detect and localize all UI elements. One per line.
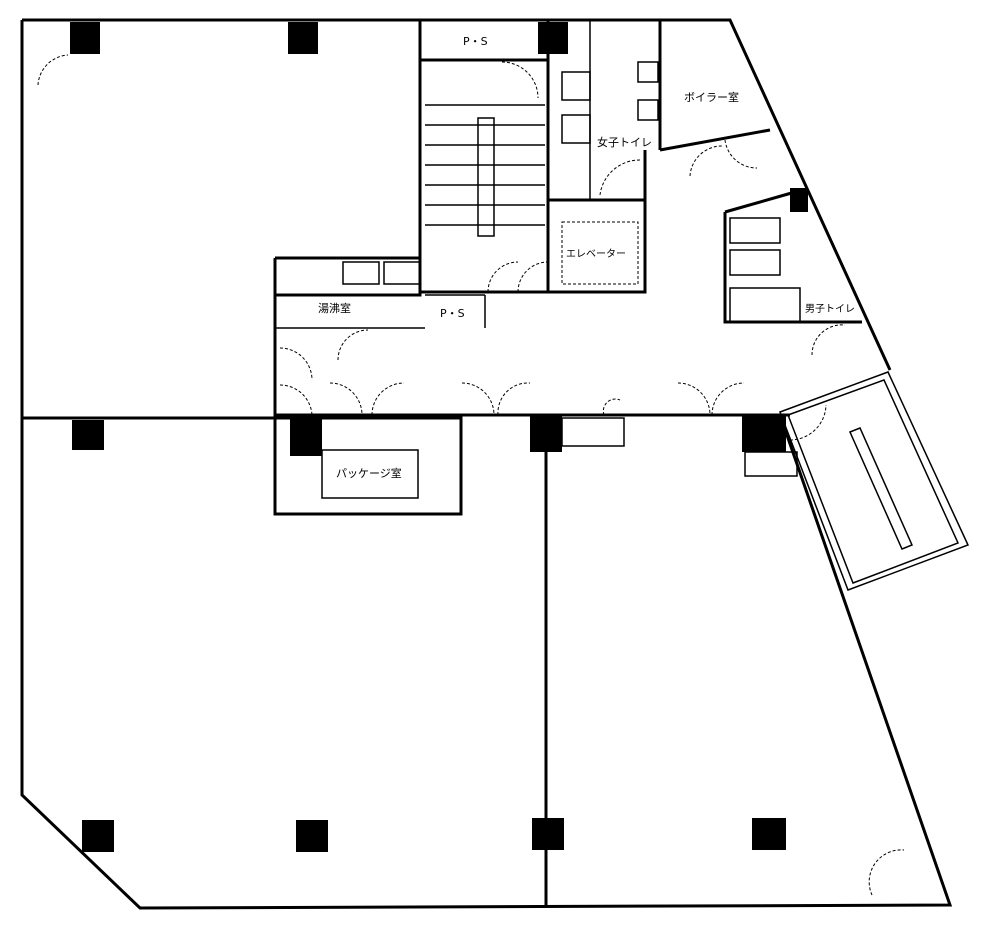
label-womens-toilet: 女子トイレ bbox=[597, 135, 652, 149]
label-ps-top: P・S bbox=[463, 35, 488, 48]
elevator-car bbox=[561, 221, 639, 285]
label-mens-toilet: 男子トイレ bbox=[805, 303, 855, 315]
side-wing bbox=[779, 371, 970, 591]
label-boiler-room: ボイラー室 bbox=[684, 90, 739, 104]
stairs bbox=[425, 104, 545, 237]
package-room-wall bbox=[273, 416, 463, 516]
label-ps-mid: P・S bbox=[440, 307, 465, 320]
outer-wall bbox=[22, 18, 892, 371]
outer-wall-left bbox=[20, 20, 953, 910]
label-kitchenette: 湯沸室 bbox=[318, 301, 351, 315]
structural-columns bbox=[70, 22, 808, 852]
label-elevator: エレベーター bbox=[566, 248, 626, 260]
label-package-room: パッケージ室 bbox=[336, 466, 402, 480]
